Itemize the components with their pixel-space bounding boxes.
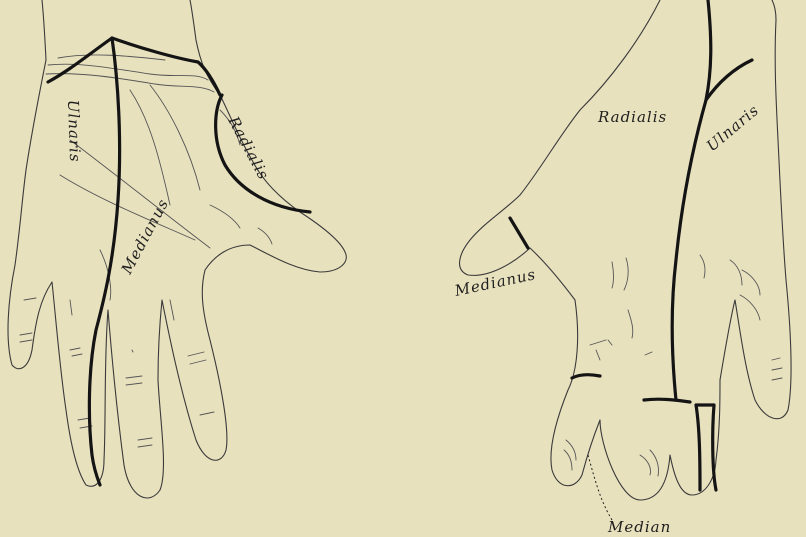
dorsal-ulnaris-label: Ulnaris: [703, 101, 763, 155]
finger-crease: [170, 300, 174, 320]
wrist-crease: [58, 55, 165, 60]
dorsal-crease: [628, 310, 633, 338]
finger-crease: [190, 360, 206, 364]
dorsal-crease: [700, 255, 705, 278]
wrist-crease: [46, 74, 214, 92]
dorsal-radial-ulnar-boundary: [672, 0, 711, 400]
dorsal-median-territory-ring: [696, 405, 716, 490]
finger-crease: [138, 445, 152, 447]
dorsal-crease: [608, 340, 612, 345]
palm-crease: [130, 90, 170, 205]
dorsal-median-territory-middle: [644, 399, 690, 402]
dorsal-thumb-median-mark: [510, 218, 528, 248]
finger-crease: [138, 438, 152, 440]
dorsal-hand-outline: [460, 0, 792, 500]
palmar-medianus-label: Medianus: [117, 195, 172, 277]
dorsal-median-territory: [572, 375, 600, 378]
palmar-ulnaris-label: Ulnaris: [64, 100, 84, 163]
finger-crease: [126, 383, 142, 385]
dorsal-crease: [772, 358, 780, 360]
finger-crease: [72, 354, 82, 356]
dorsal-crease: [566, 440, 576, 460]
dorsal-crease: [742, 270, 760, 295]
finger-crease: [200, 412, 214, 415]
median-leader-line: [588, 455, 612, 520]
finger-crease: [24, 298, 36, 300]
finger-crease: [20, 333, 32, 335]
dorsal-crease: [590, 340, 606, 345]
dorsal-crease: [624, 258, 628, 290]
dorsal-crease: [730, 260, 742, 285]
finger-crease: [70, 300, 72, 315]
dorsal-crease: [772, 368, 782, 370]
dorsal-ulnar-branch: [706, 60, 752, 100]
dorsal-crease: [650, 450, 659, 476]
dorsal-crease: [645, 352, 652, 355]
palm-crease: [210, 205, 240, 228]
finger-crease: [70, 348, 80, 350]
dorsal-crease: [740, 295, 760, 320]
dorsal-crease: [640, 455, 651, 475]
palm-crease: [150, 85, 200, 190]
palmar-radial-boundary: [216, 95, 310, 212]
finger-crease: [126, 376, 142, 378]
palmar-hand: Ulnaris Medianus Radialis: [8, 0, 346, 498]
dorsal-radialis-label: Radialis: [597, 108, 667, 126]
finger-crease: [188, 352, 204, 356]
dorsal-crease: [772, 378, 782, 380]
dorsal-median-label: Median: [607, 518, 671, 536]
palm-crease: [258, 228, 272, 244]
finger-crease: [132, 350, 133, 352]
dorsal-crease: [596, 350, 600, 360]
dorsal-crease: [612, 262, 614, 288]
dorsal-hand: Radialis Ulnaris Medianus Median: [452, 0, 791, 536]
dorsal-crease: [564, 450, 572, 470]
finger-crease: [20, 340, 32, 342]
